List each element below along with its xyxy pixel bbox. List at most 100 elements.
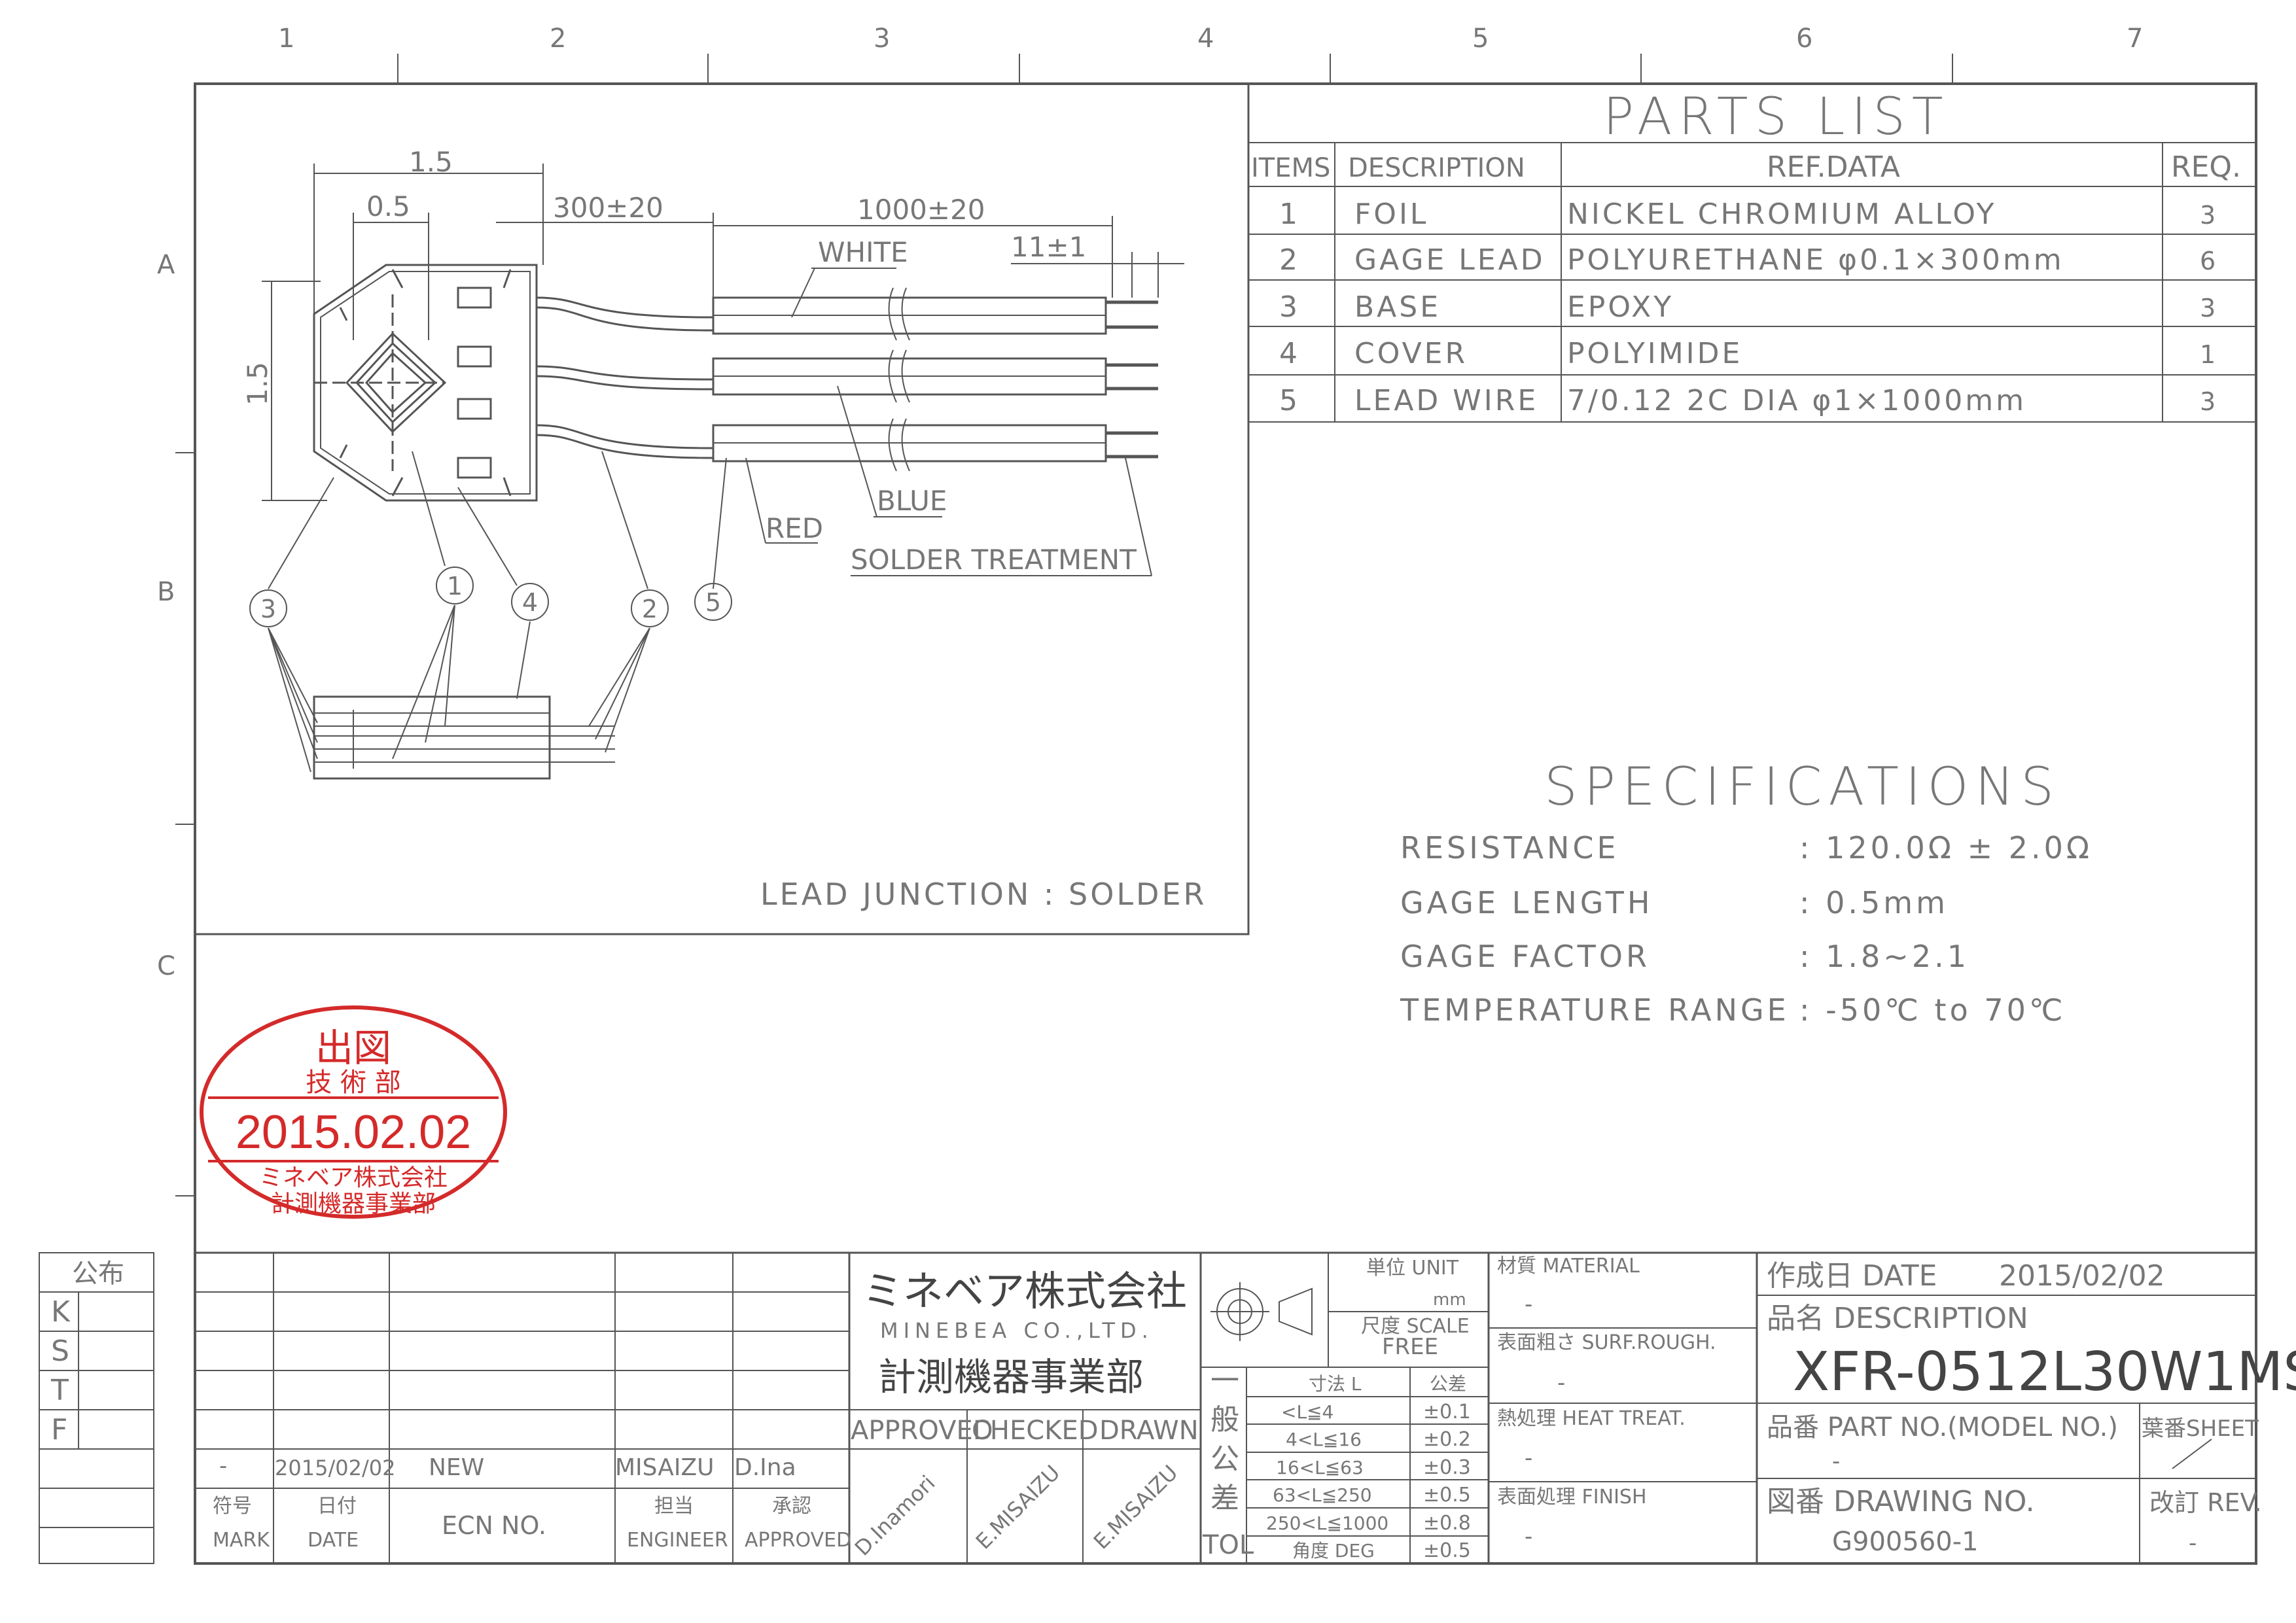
sig-approved: D.Inamori [850, 1471, 940, 1561]
side-view [268, 604, 650, 780]
parts-row-3-item: 3 [1279, 290, 1300, 324]
col-label-6: 6 [1796, 24, 1812, 54]
drawing-value: G900560-1 [1832, 1527, 1979, 1557]
title-block: 作成日 DATE 2015/02/02 品名 DESCRIPTION XFR-0… [1767, 1259, 2296, 1557]
company-block: ミネベア株式会社 MINEBEA CO.,LTD. 計測機器事業部 APPROV… [850, 1267, 1199, 1561]
rev-date: 2015/02/02 [275, 1456, 395, 1480]
specifications-title: SPECIFICATIONS [1544, 756, 2060, 817]
label-blue: BLUE [877, 485, 947, 517]
date-value: 2015/02/02 [1999, 1259, 2165, 1293]
hdr-date-jp: 日付 [317, 1495, 357, 1518]
tol-side-1: 一 [1210, 1364, 1239, 1397]
col-label-4: 4 [1197, 24, 1214, 54]
rev-ecn: NEW [429, 1454, 484, 1481]
tol-row-6-l: 角度 DEG [1292, 1540, 1375, 1562]
spec-value-resistance: : 120.0Ω ± 2.0Ω [1799, 830, 2093, 865]
spec-label-temperature: TEMPERATURE RANGE [1400, 992, 1790, 1028]
material-value: - [1525, 1291, 1532, 1318]
parts-row-2-ref: POLYURETHANE φ0.1×300mm [1567, 243, 2064, 277]
hdr-engineer-jp: 担当 [654, 1495, 694, 1518]
balloon-2 [631, 589, 669, 627]
lead-wire-3 [712, 424, 1158, 462]
hdr-date-en: DATE [308, 1529, 359, 1552]
rev-value: - [2189, 1530, 2197, 1556]
tol-row-4-v: ±0.5 [1423, 1484, 1471, 1507]
balloon-label-4: 4 [522, 588, 538, 617]
label-white: WHITE [818, 236, 908, 268]
parts-header-req: REQ. [2171, 150, 2241, 184]
hdr-approved-jp: 承認 [772, 1495, 811, 1518]
row-label-c: C [157, 951, 175, 981]
tol-row-1-l: <L≦4 [1281, 1401, 1333, 1423]
rev-approved: D.Ina [734, 1454, 796, 1481]
dim-1-5-side: 1.5 [241, 362, 274, 406]
label-drawn: DRAWN [1099, 1416, 1199, 1446]
parts-row-5-ref: 7/0.12 2C DIA φ1×1000mm [1567, 384, 2026, 417]
tol-row-1-v: ±0.1 [1423, 1401, 1471, 1423]
parts-row-2-desc: GAGE LEAD [1354, 243, 1545, 277]
surf-label: 表面粗さ SURF.ROUGH. [1497, 1331, 1716, 1354]
parts-row-3-desc: BASE [1354, 290, 1441, 324]
parts-row-1-item: 1 [1279, 198, 1300, 231]
rev-mark: - [219, 1453, 227, 1479]
tol-row-4-l: 63<L≦250 [1273, 1484, 1372, 1506]
publish-row-t: T [50, 1374, 69, 1407]
part-value: - [1832, 1448, 1840, 1475]
label-solder-treatment: SOLDER TREATMENT [851, 544, 1137, 576]
publish-row-s: S [51, 1335, 69, 1368]
balloon-3 [249, 589, 287, 627]
row-label-a: A [157, 250, 175, 280]
specifications: SPECIFICATIONS RESISTANCE : 120.0Ω ± 2.0… [1400, 756, 2093, 1028]
unit-label: 単位 UNIT [1366, 1257, 1459, 1280]
tol-col2: 公差 [1430, 1373, 1466, 1395]
part-label: 品番 PART NO.(MODEL NO.) [1767, 1412, 2118, 1442]
parts-row-1-ref: NICKEL CHROMIUM ALLOY [1567, 198, 1997, 231]
parts-row-1-desc: FOIL [1354, 198, 1428, 231]
dim-300: 300±20 [553, 192, 663, 224]
hdr-approved-en: APPROVED [745, 1529, 851, 1552]
parts-row-4-ref: POLYIMIDE [1567, 337, 1742, 370]
tol-row-6-v: ±0.5 [1423, 1539, 1471, 1562]
lead-wire-1 [712, 296, 1158, 335]
parts-row-1-req: 3 [2200, 201, 2218, 230]
desc-label: 品名 DESCRIPTION [1767, 1302, 2028, 1335]
desc-value: XFR-0512L30W1MS [1793, 1341, 2296, 1403]
parts-row-2-req: 6 [2200, 247, 2218, 275]
parts-list-table [1248, 142, 2256, 423]
parts-row-5-desc: LEAD WIRE [1354, 384, 1538, 417]
sheet-label: 葉番SHEET [2142, 1416, 2259, 1442]
balloon-label-3: 3 [260, 595, 276, 623]
publish-row-k: K [51, 1295, 71, 1329]
dim-1-5-top: 1.5 [409, 146, 453, 178]
dim-1000: 1000±20 [857, 194, 985, 226]
parts-row-2-item: 2 [1279, 243, 1300, 277]
parts-header-refdata: REF.DATA [1767, 150, 1900, 184]
surf-value: - [1557, 1370, 1565, 1396]
label-checked: CHECKED [972, 1416, 1099, 1446]
tol-side-4: 差 [1210, 1482, 1239, 1515]
hdr-ecn-en: ECN NO. [442, 1511, 546, 1540]
tol-side-2: 般 [1210, 1403, 1239, 1437]
tol-side-5: TOL [1202, 1530, 1254, 1560]
row-label-b: B [157, 577, 175, 607]
parts-row-4-desc: COVER [1354, 337, 1468, 370]
parts-list-title: PARTS LIST [1603, 88, 1950, 147]
parts-row-5-req: 3 [2200, 387, 2218, 416]
balloon-1 [436, 567, 474, 604]
drawing-area-border [194, 82, 1250, 935]
publish-row-f: F [51, 1413, 67, 1446]
col-label-1: 1 [278, 24, 294, 54]
spec-value-temperature: : -50℃ to 70℃ [1799, 992, 2066, 1028]
finish-label: 表面処理 FINISH [1497, 1486, 1647, 1509]
spec-value-gage-length: : 0.5mm [1799, 885, 1949, 920]
spec-label-gage-factor: GAGE FACTOR [1400, 939, 1650, 974]
tol-col1: 寸法 L [1309, 1373, 1362, 1395]
column-ticks [175, 54, 1953, 1196]
column-labels: 1 2 3 4 5 6 7 A B C [157, 24, 2143, 981]
parts-list-rows: 1 FOIL NICKEL CHROMIUM ALLOY 3 2 GAGE LE… [1279, 198, 2218, 417]
units-tolerance: 単位 UNIT mm 尺度 SCALE FREE 一 般 公 差 TOL 寸法 … [1202, 1257, 1471, 1562]
revision-table: - 2015/02/02 NEW MISAIZU D.Ina 符号 MARK 日… [213, 1453, 851, 1552]
company-name-jp: ミネベア株式会社 [862, 1267, 1187, 1315]
parts-header-items: ITEMS [1251, 153, 1330, 183]
rev-engineer: MISAIZU [615, 1454, 714, 1481]
